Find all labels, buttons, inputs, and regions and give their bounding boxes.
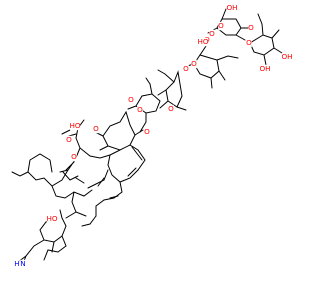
atom-label: HO bbox=[69, 121, 81, 131]
bond-group bbox=[127, 146, 143, 177]
atom-label: H bbox=[14, 259, 20, 269]
atom-label-bg bbox=[137, 105, 143, 115]
atom-label-bg bbox=[209, 29, 215, 39]
atom-label-text: O bbox=[191, 59, 197, 68]
atom-label-text: O bbox=[183, 64, 189, 73]
atom-label-text: OH bbox=[259, 64, 270, 73]
atom-label: O bbox=[218, 21, 224, 31]
atom-label-text: O bbox=[71, 152, 77, 161]
structure-drawing: OHOOOOOHOHOHOOOOOOOHOOOOHONH bbox=[11, 3, 293, 269]
atom-label-text: HO bbox=[46, 214, 57, 223]
atom-label-bg bbox=[20, 259, 26, 269]
atom-label: O bbox=[183, 64, 189, 74]
atom-label: O bbox=[144, 127, 150, 137]
atom-labels: OHOOOOOHOHOHOOOOOOOHOOOOHONH bbox=[14, 3, 293, 269]
atom-label: HO bbox=[46, 214, 58, 224]
atom-label-text: O bbox=[218, 21, 224, 30]
atom-label-text: O bbox=[209, 29, 215, 38]
bond-group bbox=[61, 129, 77, 137]
bond-group bbox=[51, 185, 93, 199]
atom-label-bg bbox=[71, 152, 77, 162]
atom-label-text: O bbox=[168, 104, 174, 113]
atom-label-bg bbox=[46, 214, 58, 224]
atom-label-text: HO bbox=[69, 121, 80, 130]
bond-group bbox=[43, 235, 67, 261]
bond-group bbox=[62, 171, 85, 184]
atom-label-text: OH bbox=[281, 52, 292, 61]
bond-group bbox=[27, 153, 69, 187]
atom-label-bg bbox=[128, 95, 134, 105]
atom-label-bg bbox=[14, 259, 20, 269]
atom-label-text: O bbox=[137, 105, 143, 114]
atom-label: O bbox=[66, 135, 72, 145]
atom-label-text: N bbox=[20, 259, 25, 268]
atom-label-bg bbox=[144, 127, 150, 137]
atom-label: O bbox=[128, 95, 134, 105]
atom-label: O bbox=[71, 152, 77, 162]
atom-label-bg bbox=[226, 3, 238, 13]
bond-group bbox=[65, 211, 97, 227]
bond-group bbox=[193, 54, 220, 79]
atom-label-text: H bbox=[14, 259, 19, 268]
atom-label-bg bbox=[246, 38, 252, 48]
atom-label-bg bbox=[218, 21, 224, 31]
atom-label-text: O bbox=[93, 124, 99, 133]
bond-group bbox=[249, 34, 275, 56]
atom-label: O bbox=[191, 59, 197, 69]
atom-label-text: O bbox=[246, 38, 252, 47]
atom-label: O bbox=[248, 23, 254, 33]
molecule-canvas: OHOOOOOHOHOHOOOOOOOHOOOOHONH bbox=[11, 3, 293, 269]
atom-label-bg bbox=[168, 104, 174, 114]
atom-label: OH bbox=[259, 64, 271, 74]
bond-group bbox=[107, 144, 146, 183]
atom-label: O bbox=[137, 105, 143, 115]
bond-group bbox=[94, 129, 144, 151]
atom-label-text: O bbox=[128, 95, 134, 104]
atom-label: O bbox=[246, 38, 252, 48]
atom-label: O bbox=[168, 104, 174, 114]
atom-label-bg bbox=[69, 121, 81, 131]
atom-label-bg bbox=[248, 23, 254, 33]
bond-group bbox=[102, 110, 136, 151]
atom-label: OH bbox=[226, 3, 238, 13]
atom-label: OH bbox=[281, 52, 293, 62]
atom-label-bg bbox=[197, 37, 209, 47]
atom-label-text: O bbox=[248, 23, 254, 32]
bond-group bbox=[257, 13, 283, 66]
atom-label-bg bbox=[66, 135, 72, 145]
bond-group bbox=[127, 77, 153, 133]
bond-group bbox=[59, 147, 81, 173]
bond-group bbox=[11, 171, 29, 177]
atom-label-bg bbox=[183, 64, 189, 74]
bond-layer bbox=[11, 8, 283, 267]
atom-label: HO bbox=[197, 37, 209, 47]
atom-label-bg bbox=[191, 59, 197, 69]
bond-group bbox=[87, 169, 123, 217]
atom-label-text: O bbox=[66, 135, 72, 144]
atom-label: O bbox=[93, 124, 99, 134]
atom-label-bg bbox=[259, 64, 271, 74]
atom-label-text: HO bbox=[197, 37, 208, 46]
atom-label-text: OH bbox=[226, 3, 237, 12]
atom-label: O bbox=[209, 29, 215, 39]
atom-label-text: O bbox=[144, 127, 150, 136]
bond-group bbox=[97, 177, 119, 199]
bond-group bbox=[157, 69, 187, 111]
atom-label: N bbox=[20, 259, 26, 269]
atom-label-bg bbox=[93, 124, 99, 134]
atom-label-bg bbox=[281, 52, 293, 62]
bond-group bbox=[71, 191, 87, 217]
